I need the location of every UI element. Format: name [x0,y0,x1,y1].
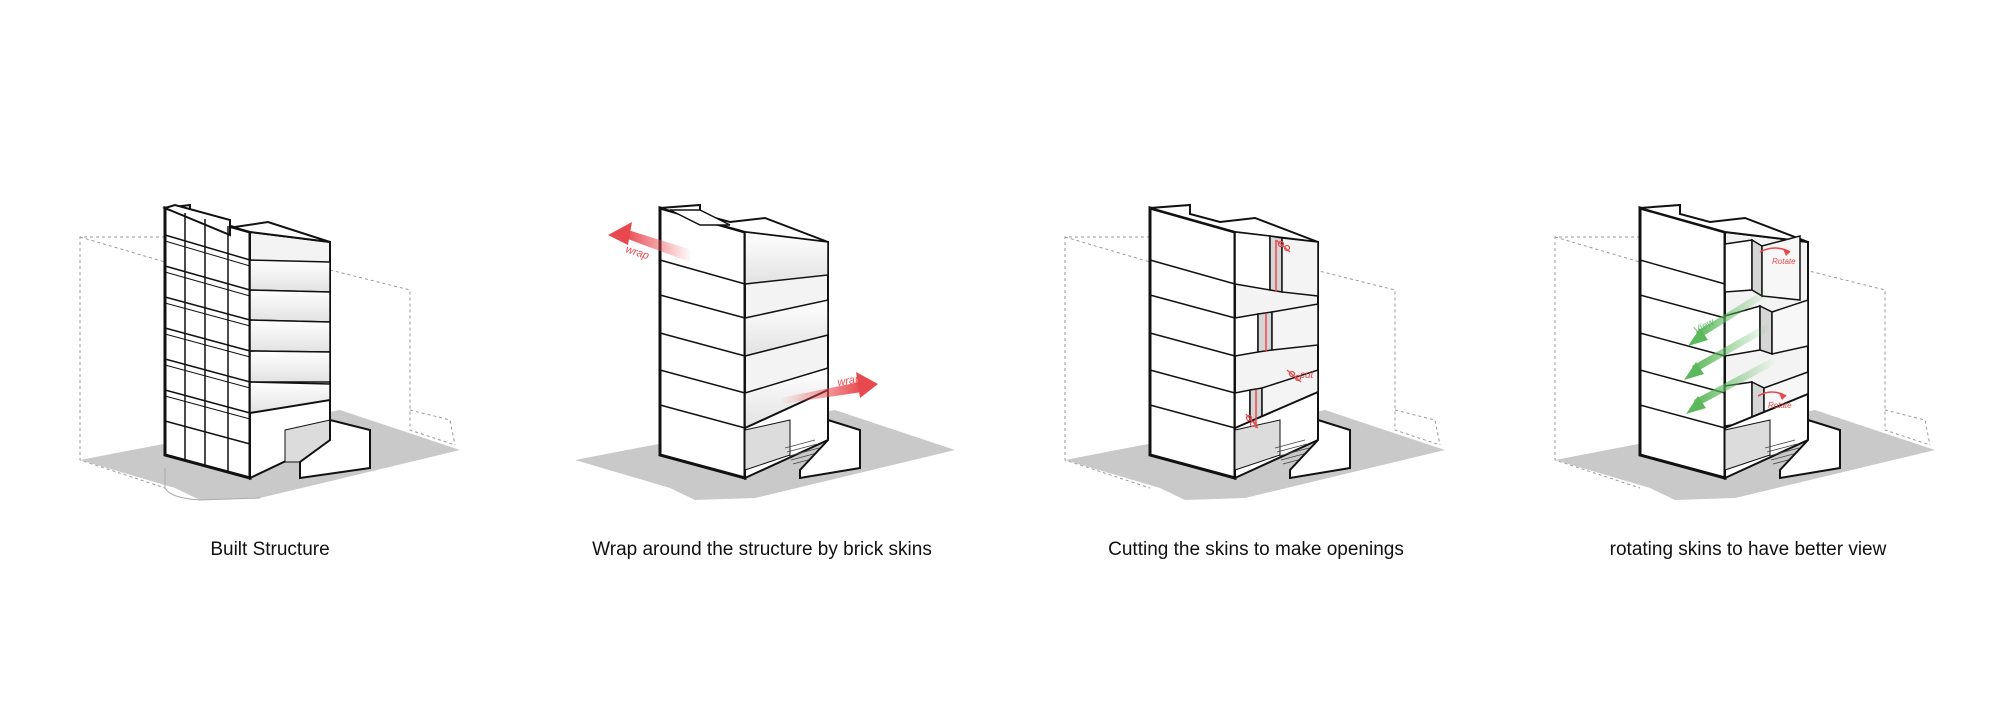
rotated-skin-building [1638,203,1841,481]
cut-marks [1255,240,1277,428]
rotate-label-top: Rotate [1772,257,1796,266]
wrap-label-bottom: wrap [836,373,862,389]
view-arrow-3 [1686,358,1776,414]
neighbour-ghost-volume [1554,236,1931,489]
scissors-icon [1245,413,1259,429]
rotate-arrow-top [1759,247,1791,256]
step-4-rotating-drawing: Rotate Rotate View [1554,203,1935,500]
step-3-caption: Cutting the skins to make openings [1108,539,1404,560]
cut-skin-building [1148,203,1351,481]
wrap-arrow-bottom: wrap [780,372,878,404]
cut-label: cut [1300,370,1315,381]
view-arrow-2 [1684,324,1770,380]
neighbour-ghost-volume [1064,236,1441,489]
neighbour-ghost-volume [79,236,456,489]
step-1-built-structure-drawing [79,203,460,501]
step-2-caption: Wrap around the structure by brick skins [592,539,932,560]
step-1-caption: Built Structure [210,539,330,560]
rotate-arrow-bottom [1757,391,1787,400]
ground-outline [164,468,261,501]
wrap-label-top: wrap [624,243,650,262]
step-2-wrap-drawing: wrap wrap [575,203,955,500]
rotate-label-bottom: Rotate [1768,401,1792,410]
step-3-cutting-drawing: cut [1064,203,1445,500]
brick-skin-building [658,203,861,481]
scissors-icon [1275,239,1291,253]
step-4-caption: rotating skins to have better view [1609,539,1887,560]
view-arrow-1 [1688,290,1768,346]
structure-frame [162,203,371,481]
scissors-icon [1286,369,1302,383]
